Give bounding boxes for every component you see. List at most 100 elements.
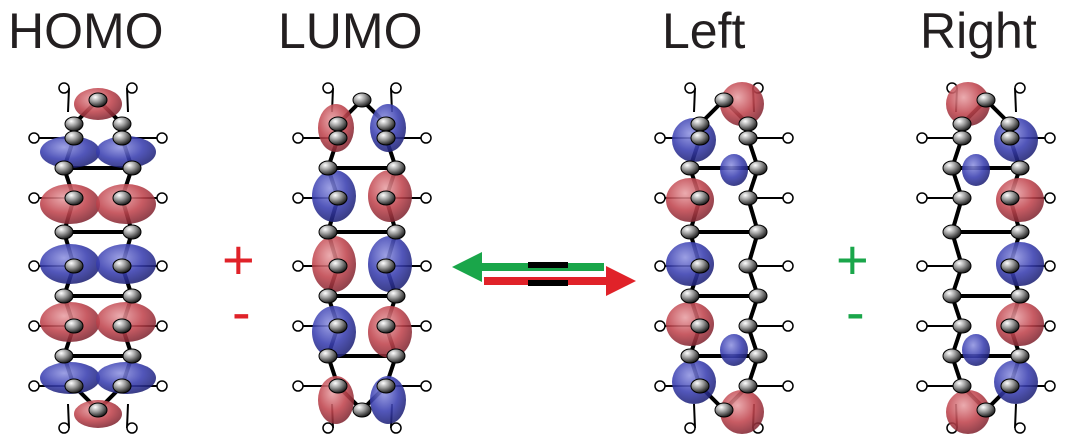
plus-sign-red: + bbox=[222, 228, 255, 291]
right-molecule bbox=[916, 82, 1056, 434]
hydrogen-atom bbox=[654, 132, 666, 144]
blue-lobe bbox=[962, 334, 990, 366]
red-lobe bbox=[996, 178, 1044, 222]
carbon-atom bbox=[714, 402, 734, 418]
black-bar-bottom bbox=[528, 280, 568, 286]
carbon-atom bbox=[88, 402, 108, 418]
carbon-atom bbox=[738, 116, 758, 132]
carbon-atom bbox=[1000, 378, 1020, 394]
carbon-atom bbox=[54, 288, 74, 304]
blue-lobe bbox=[666, 242, 714, 286]
hydrogen-atom bbox=[58, 82, 70, 94]
h-bond bbox=[67, 87, 70, 113]
homo-carbons bbox=[54, 92, 142, 418]
hydrogen-atom bbox=[156, 260, 168, 272]
carbon-atom bbox=[1010, 160, 1030, 176]
hydrogen-atom bbox=[1014, 422, 1026, 434]
hydrogen-atom bbox=[292, 132, 304, 144]
homo-lobes bbox=[40, 88, 156, 428]
hydrogen-atom bbox=[292, 192, 304, 204]
hydrogen-atom bbox=[292, 380, 304, 392]
carbon-atom bbox=[690, 190, 710, 206]
lumo-molecule bbox=[292, 82, 432, 434]
carbon-atom bbox=[328, 190, 348, 206]
carbon-atom bbox=[64, 116, 84, 132]
carbon-atom bbox=[112, 258, 132, 274]
carbon-atom bbox=[1010, 224, 1030, 240]
carbon-atom bbox=[952, 130, 972, 146]
plus-sign-green: + bbox=[836, 228, 869, 291]
hydrogen-atom bbox=[156, 320, 168, 332]
hydrogen-atom bbox=[322, 82, 334, 94]
carbon-atom bbox=[690, 258, 710, 274]
hydrogen-atom bbox=[1014, 82, 1026, 94]
hydrogen-atom bbox=[782, 320, 794, 332]
hydrogen-atom bbox=[654, 380, 666, 392]
carbon-atom bbox=[952, 190, 972, 206]
equilibrium-arrows bbox=[452, 252, 636, 296]
carbon-atom bbox=[952, 318, 972, 334]
carbon-atom bbox=[112, 318, 132, 334]
lumo-lobes bbox=[312, 104, 412, 424]
h-bond bbox=[67, 403, 70, 429]
homo-molecule bbox=[28, 82, 168, 434]
carbon-atom bbox=[318, 224, 338, 240]
hydrogen-atom bbox=[322, 422, 334, 434]
hydrogen-atom bbox=[684, 82, 696, 94]
hydrogen-atom bbox=[126, 422, 138, 434]
carbon-atom bbox=[328, 130, 348, 146]
carbon-atom bbox=[976, 92, 996, 108]
red-arrowhead bbox=[606, 266, 636, 296]
blue-lobe bbox=[720, 334, 748, 366]
carbon-atom bbox=[738, 190, 758, 206]
hydrogen-atom bbox=[1044, 132, 1056, 144]
carbon-atom bbox=[122, 348, 142, 364]
carbon-atom bbox=[748, 288, 768, 304]
carbon-atom bbox=[690, 378, 710, 394]
red-lobe bbox=[996, 302, 1044, 346]
hydrogen-atom bbox=[420, 380, 432, 392]
red-lobe bbox=[720, 390, 764, 434]
carbon-atom bbox=[976, 402, 996, 418]
carbon-atom bbox=[376, 378, 396, 394]
carbon-atom bbox=[942, 288, 962, 304]
carbon-atom bbox=[1000, 130, 1020, 146]
carbon-atom bbox=[88, 92, 108, 108]
hydrogen-atom bbox=[420, 132, 432, 144]
hydrogen-atom bbox=[684, 422, 696, 434]
carbon-atom bbox=[64, 130, 84, 146]
carbon-atom bbox=[738, 318, 758, 334]
hydrogen-atom bbox=[28, 380, 40, 392]
carbon-atom bbox=[328, 258, 348, 274]
carbon-atom bbox=[122, 288, 142, 304]
minus-sign-green: - bbox=[846, 280, 865, 343]
carbon-atom bbox=[680, 224, 700, 240]
hydrogen-atom bbox=[1044, 260, 1056, 272]
hydrogen-atom bbox=[916, 320, 928, 332]
red-lobe bbox=[666, 178, 714, 222]
homo-hydrogens bbox=[28, 82, 168, 434]
carbon-atom bbox=[64, 190, 84, 206]
carbon-atom bbox=[386, 160, 406, 176]
hydrogen-atom bbox=[1044, 320, 1056, 332]
carbon-atom bbox=[54, 348, 74, 364]
hydrogen-atom bbox=[292, 260, 304, 272]
carbon-atom bbox=[680, 348, 700, 364]
left-carbons bbox=[680, 92, 768, 418]
right-title: Right bbox=[920, 3, 1037, 59]
hydrogen-atom bbox=[156, 132, 168, 144]
h-bond bbox=[126, 87, 129, 113]
carbon-atom bbox=[748, 348, 768, 364]
carbon-atom bbox=[112, 190, 132, 206]
hydrogen-atom bbox=[782, 380, 794, 392]
carbon-atom bbox=[376, 130, 396, 146]
hydrogen-atom bbox=[654, 192, 666, 204]
carbon-atom bbox=[122, 160, 142, 176]
hydrogen-atom bbox=[28, 320, 40, 332]
carbon-atom bbox=[112, 116, 132, 132]
carbon-atom bbox=[112, 130, 132, 146]
hydrogen-atom bbox=[126, 82, 138, 94]
blue-lobe bbox=[996, 242, 1044, 286]
carbon-atom bbox=[1000, 190, 1020, 206]
